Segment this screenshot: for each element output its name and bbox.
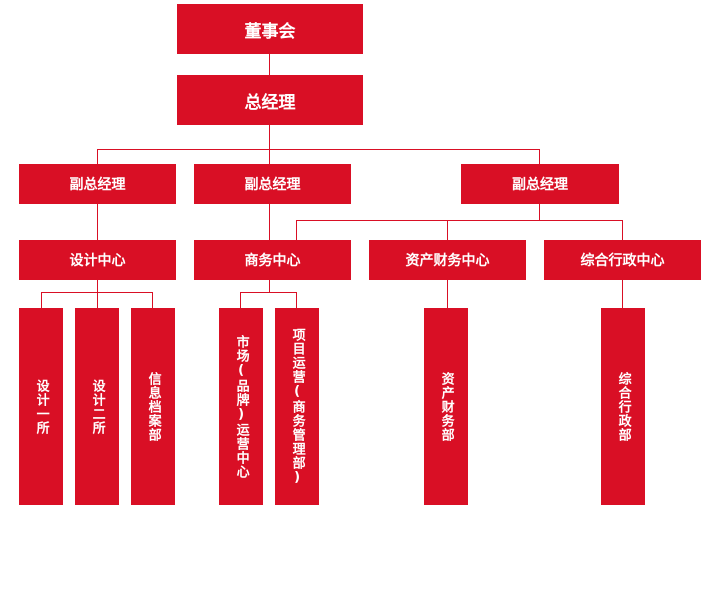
deputy-gm-label-1: 副总经理 bbox=[69, 177, 126, 193]
market-brand-ops-center-label: 市场(品牌)运营中心 bbox=[233, 334, 249, 479]
general-admin-dept-label: 综合行政部 bbox=[615, 371, 631, 442]
connector-design-down bbox=[97, 279, 98, 293]
project-ops-dept-box: 项目运营(商务管理部) bbox=[275, 308, 319, 505]
asset-finance-dept-label: 资产财务部 bbox=[438, 371, 454, 442]
deputy-gm-label-3: 副总经理 bbox=[512, 177, 568, 193]
general-manager-box: 总经理 bbox=[177, 75, 363, 125]
connector-deputy-1 bbox=[97, 149, 98, 165]
info-archives-dept-label: 信息档案部 bbox=[145, 371, 161, 442]
general-admin-center-label: 综合行政中心 bbox=[580, 253, 665, 269]
deputy-gm-box-2: 副总经理 bbox=[194, 164, 351, 204]
design-center-label: 设计中心 bbox=[69, 253, 126, 269]
connector-business-down bbox=[269, 279, 270, 293]
deputy-gm-label-2: 副总经理 bbox=[244, 177, 301, 193]
deputy-gm-box-1: 副总经理 bbox=[19, 164, 176, 204]
asset-finance-dept-box: 资产财务部 bbox=[424, 308, 468, 505]
board-box: 董事会 bbox=[177, 4, 363, 54]
connector-deputy3-down bbox=[539, 203, 540, 221]
business-center-box: 商务中心 bbox=[194, 240, 351, 280]
connector-business-2 bbox=[296, 292, 297, 308]
connector-deputy-2 bbox=[269, 149, 270, 165]
design-center-box: 设计中心 bbox=[19, 240, 176, 280]
design-institute-1-box: 设计一所 bbox=[19, 308, 63, 505]
connector-deputy3-asset bbox=[447, 220, 448, 241]
connector-deputy3-bus bbox=[296, 220, 623, 221]
connector-deputy-3 bbox=[539, 149, 540, 165]
asset-finance-center-box: 资产财务中心 bbox=[369, 240, 526, 280]
connector-deputy-bus bbox=[97, 149, 540, 150]
connector-business-1 bbox=[240, 292, 241, 308]
connector-asset-down bbox=[447, 279, 448, 308]
connector-deputy2-business bbox=[269, 203, 270, 241]
design-institute-1-label: 设计一所 bbox=[33, 378, 49, 435]
connector-board-gm bbox=[269, 54, 270, 75]
connector-deputy1-design bbox=[97, 203, 98, 241]
connector-design-1 bbox=[41, 292, 42, 308]
connector-design-3 bbox=[152, 292, 153, 308]
connector-deputy3-business bbox=[296, 220, 297, 241]
connector-business-bus bbox=[240, 292, 297, 293]
connector-design-2 bbox=[97, 292, 98, 308]
connector-gm-down bbox=[269, 124, 270, 150]
project-ops-dept-label: 项目运营(商务管理部) bbox=[289, 327, 305, 486]
general-manager-label: 总经理 bbox=[244, 92, 296, 113]
connector-admin-down bbox=[622, 279, 623, 308]
board-label: 董事会 bbox=[244, 21, 296, 42]
market-brand-ops-center-box: 市场(品牌)运营中心 bbox=[219, 308, 263, 505]
deputy-gm-box-3: 副总经理 bbox=[461, 164, 619, 204]
general-admin-dept-box: 综合行政部 bbox=[601, 308, 645, 505]
general-admin-center-box: 综合行政中心 bbox=[544, 240, 701, 280]
design-institute-2-box: 设计二所 bbox=[75, 308, 119, 505]
connector-deputy3-admin bbox=[622, 220, 623, 241]
info-archives-dept-box: 信息档案部 bbox=[131, 308, 175, 505]
business-center-label: 商务中心 bbox=[244, 253, 301, 269]
asset-finance-center-label: 资产财务中心 bbox=[405, 253, 490, 269]
design-institute-2-label: 设计二所 bbox=[89, 378, 105, 435]
